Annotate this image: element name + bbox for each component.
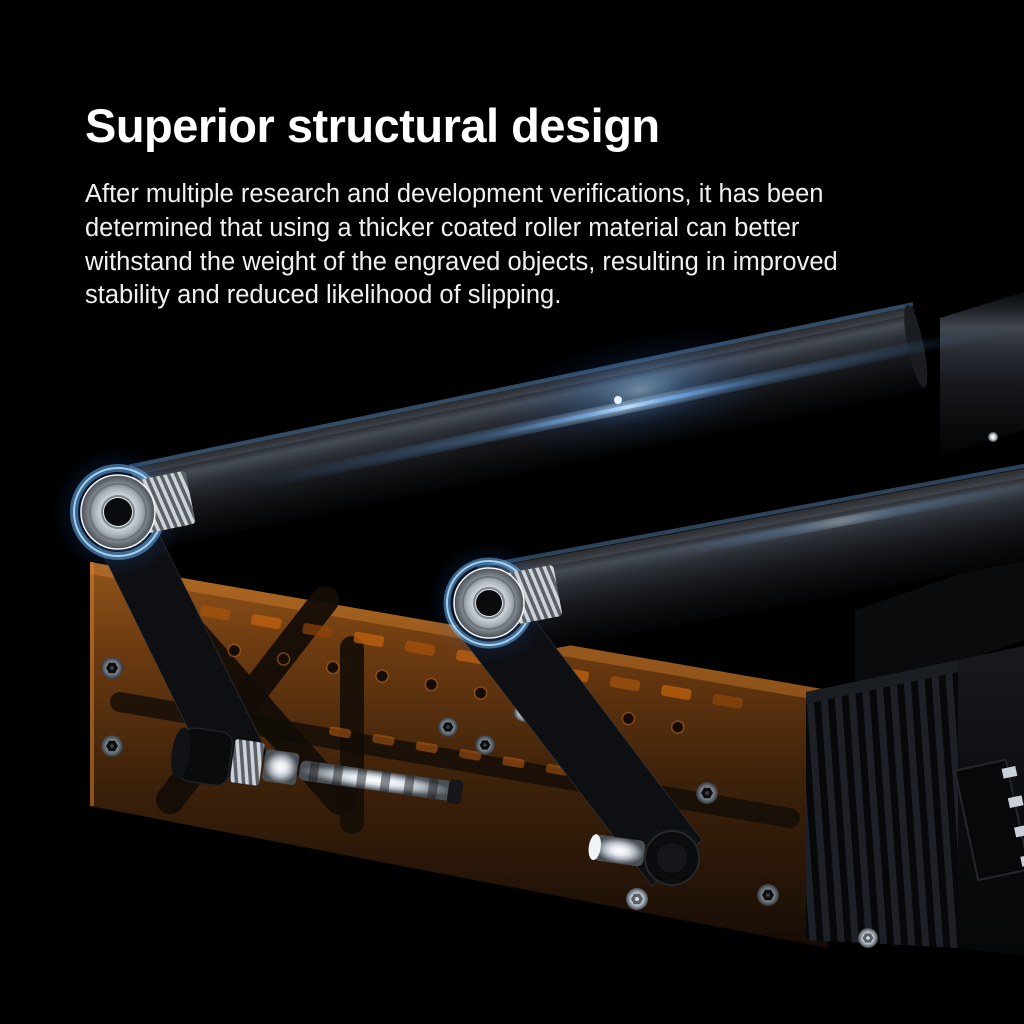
motor-connector bbox=[953, 758, 1024, 882]
tension-knob bbox=[171, 727, 464, 805]
rear-rail bbox=[855, 292, 1024, 700]
stepper-motor bbox=[806, 646, 1024, 956]
copy-block: Superior structural design After multipl… bbox=[85, 100, 895, 313]
pulley-center bbox=[427, 541, 562, 665]
body-paragraph: After multiple research and development … bbox=[85, 179, 838, 310]
lower-belt-pulley bbox=[588, 830, 700, 886]
blue-light-streaks bbox=[245, 325, 1024, 559]
motor-heatsink-fins bbox=[806, 660, 958, 948]
motor-rear-rail bbox=[855, 552, 1024, 700]
bottom-roller bbox=[476, 459, 1024, 657]
rail-screw bbox=[988, 432, 998, 442]
plate-left-edge bbox=[90, 562, 94, 806]
page-title: Superior structural design bbox=[85, 99, 660, 152]
pulley-top bbox=[52, 446, 196, 578]
lens-flare bbox=[492, 328, 788, 452]
plate-slots-lower bbox=[328, 726, 569, 776]
